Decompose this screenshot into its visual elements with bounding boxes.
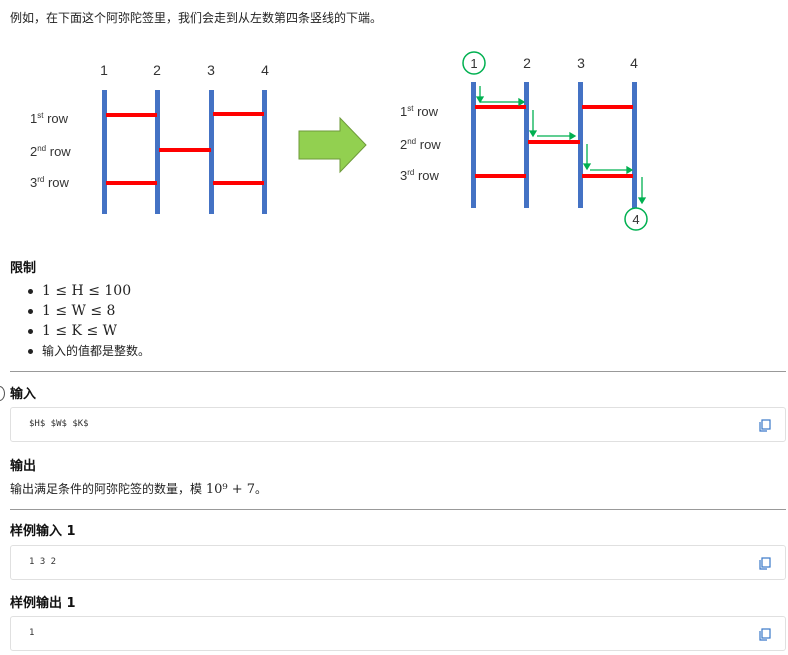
copy-icon[interactable] <box>759 557 771 570</box>
left-col-label-4: 4 <box>261 62 269 78</box>
copy-icon[interactable] <box>759 419 771 432</box>
constraints-list: 1 ≤ H ≤ 100 1 ≤ W ≤ 8 1 ≤ K ≤ W 输入的值都是整数… <box>28 281 150 361</box>
right-vline-2 <box>524 82 529 208</box>
edge-circle-icon <box>0 386 5 401</box>
left-hline-5 <box>213 181 264 185</box>
left-vline-1 <box>102 90 107 214</box>
right-vline-4 <box>632 82 637 208</box>
left-hline-1 <box>106 113 157 117</box>
constraint-item: 1 ≤ W ≤ 8 <box>28 301 150 321</box>
right-hline-5 <box>582 174 633 178</box>
left-col-label-3: 3 <box>207 62 215 78</box>
left-hline-2 <box>213 112 264 116</box>
right-row-label-3: 3rd row <box>400 168 440 183</box>
right-col-label-2: 2 <box>523 55 531 71</box>
right-row-label-2: 2nd row <box>400 137 441 152</box>
amidakuji-diagram: 1 2 3 4 1st row 2nd row 3rd row 1 2 3 4 … <box>30 51 648 231</box>
output-title: 输出 <box>10 459 37 474</box>
right-hline-4 <box>475 174 526 178</box>
constraint-item: 1 ≤ K ≤ W <box>28 321 150 341</box>
input-title: 输入 <box>10 387 37 402</box>
start-label: 1 <box>470 56 477 71</box>
right-row-label-1: 1st row <box>400 104 439 119</box>
sample-input-box: 1 3 2 <box>10 545 786 580</box>
sample-output-code: 1 <box>29 628 35 638</box>
sample-output-title: 样例输出 1 <box>10 596 76 611</box>
input-format-box: $H$ $W$ $K$ <box>10 407 786 442</box>
right-col-label-4: 4 <box>630 55 638 71</box>
input-format-code: $H$ $W$ $K$ <box>29 419 89 429</box>
sample-input-title: 样例输入 1 <box>10 524 76 539</box>
left-hline-3 <box>159 148 211 152</box>
output-text-suffix: 。 <box>255 482 268 496</box>
output-description: 输出满足条件的阿弥陀签的数量，模 10⁹ + 7。 <box>10 480 267 497</box>
transform-arrow-icon <box>298 116 367 174</box>
left-ladder: 1 2 3 4 1st row 2nd row 3rd row <box>30 62 269 214</box>
left-hline-4 <box>106 181 157 185</box>
intro-text: 例如，在下面这个阿弥陀签里，我们会走到从左数第四条竖线的下端。 <box>10 11 383 25</box>
right-hline-3 <box>528 140 580 144</box>
left-col-label-2: 2 <box>153 62 161 78</box>
left-row-label-1: 1st row <box>30 111 69 126</box>
divider <box>10 371 786 372</box>
right-hline-2 <box>582 105 633 109</box>
right-col-label-3: 3 <box>577 55 585 71</box>
left-vline-2 <box>155 90 160 214</box>
divider <box>10 509 786 510</box>
right-hline-1 <box>475 105 526 109</box>
left-row-label-2: 2nd row <box>30 144 71 159</box>
output-modulus: 10⁹ + 7 <box>205 482 256 497</box>
right-ladder: 1 2 3 4 1st row 2nd row 3rd row 4 <box>400 51 648 231</box>
constraints-title: 限制 <box>10 261 37 276</box>
left-row-label-3: 3rd row <box>30 175 70 190</box>
path-arrows <box>475 86 647 205</box>
right-vline-1 <box>471 82 476 208</box>
copy-icon[interactable] <box>759 628 771 641</box>
sample-input-code: 1 3 2 <box>29 557 57 567</box>
end-circle <box>624 207 648 231</box>
end-label: 4 <box>632 212 639 227</box>
right-vline-3 <box>578 82 583 208</box>
start-circle <box>462 51 486 75</box>
left-vline-3 <box>209 90 214 214</box>
constraint-item: 输入的值都是整数。 <box>28 341 150 361</box>
output-text-prefix: 输出满足条件的阿弥陀签的数量，模 <box>10 482 206 496</box>
constraint-item: 1 ≤ H ≤ 100 <box>28 281 150 301</box>
sample-output-box: 1 <box>10 616 786 651</box>
left-vline-4 <box>262 90 267 214</box>
left-col-label-1: 1 <box>100 62 108 78</box>
